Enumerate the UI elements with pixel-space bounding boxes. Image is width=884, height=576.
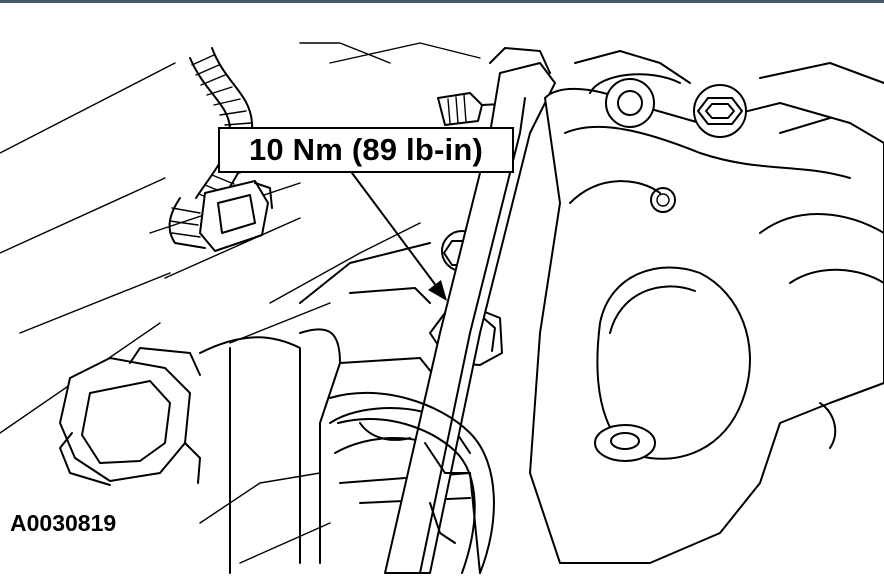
hose-line — [329, 391, 495, 574]
electrical-connector — [59, 347, 201, 486]
bracket-plate — [529, 87, 884, 564]
engine-bracket-illustration — [0, 42, 884, 574]
harness-clip — [199, 180, 273, 252]
torque-callout-label: 10 Nm (89 lb-in) — [218, 127, 514, 173]
upper-right-bolts — [574, 50, 884, 138]
figure-id-label: A0030819 — [10, 510, 117, 536]
top-border-rule — [0, 0, 884, 3]
callout-leader-arrow — [351, 172, 447, 301]
